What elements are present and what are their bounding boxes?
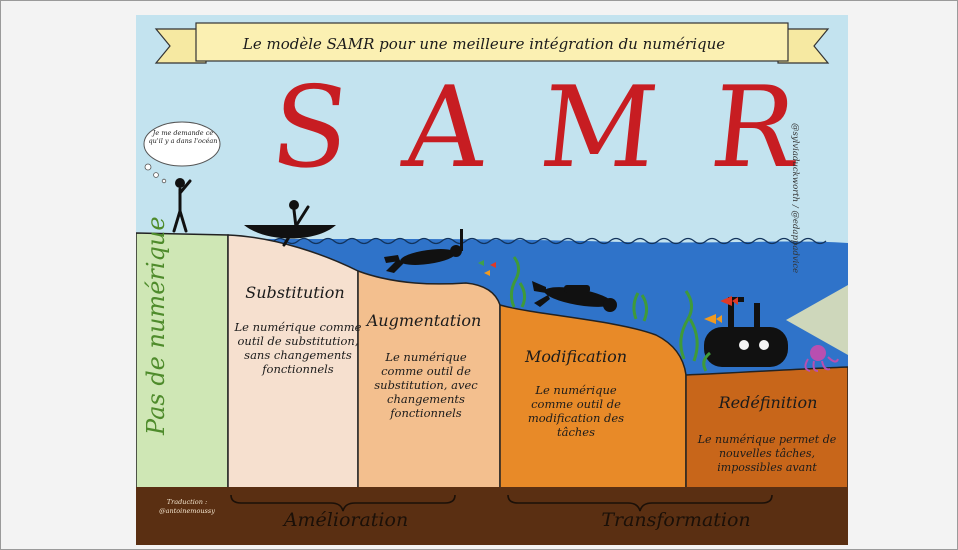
seaweed — [509, 256, 711, 372]
no-digital-label: Pas de numérique — [142, 216, 170, 435]
substitution-heading: Substitution — [245, 283, 345, 302]
samr-poster: Le modèle SAMR pour une meilleure intégr… — [136, 15, 848, 545]
poster-illustration — [136, 15, 848, 545]
ground — [136, 487, 848, 545]
title-banner — [195, 22, 789, 62]
snorkeler — [384, 229, 463, 273]
waves — [225, 237, 827, 245]
fish-red — [720, 296, 738, 306]
brace-enhancement — [230, 494, 456, 512]
canoe-person — [282, 200, 310, 247]
augmentation-heading: Augmentation — [366, 311, 482, 330]
modification-heading: Modification — [524, 347, 628, 366]
layer-modification — [499, 304, 687, 494]
substitution-description: Le numérique comme outil de substitution… — [234, 320, 362, 376]
thought-bubble-text: Je me demande ce qu'il y a dans l'océan — [148, 129, 218, 145]
diver — [532, 281, 617, 312]
enhancement-label: Amélioration — [283, 509, 409, 531]
brace-transformation — [507, 494, 773, 512]
translation-credit: Traduction : @antoinemoussy — [159, 498, 215, 515]
credit-vertical: @sylviaduckworth / @edappadvice — [790, 123, 824, 273]
layer-redefinition — [685, 366, 848, 494]
canoe — [244, 225, 336, 239]
redefinition-heading: Redéfinition — [718, 393, 818, 412]
fish-orange — [704, 314, 722, 324]
octopus — [804, 345, 839, 372]
layer-augmentation — [357, 269, 501, 494]
credit-text: @sylviaduckworth / @edappadvice — [790, 123, 800, 274]
redefinition-description: Le numérique permet de nouvelles tâches,… — [697, 433, 837, 474]
samr-acronym: SAMR — [265, 63, 848, 193]
modification-description: Le numérique comme outil de modification… — [527, 383, 625, 439]
augmentation-description: Le numérique comme outil de substitution… — [374, 350, 478, 420]
standing-person — [172, 178, 192, 233]
poster-title: Le modèle SAMR pour une meilleure intégr… — [242, 35, 726, 53]
transformation-label: Transformation — [601, 509, 751, 531]
